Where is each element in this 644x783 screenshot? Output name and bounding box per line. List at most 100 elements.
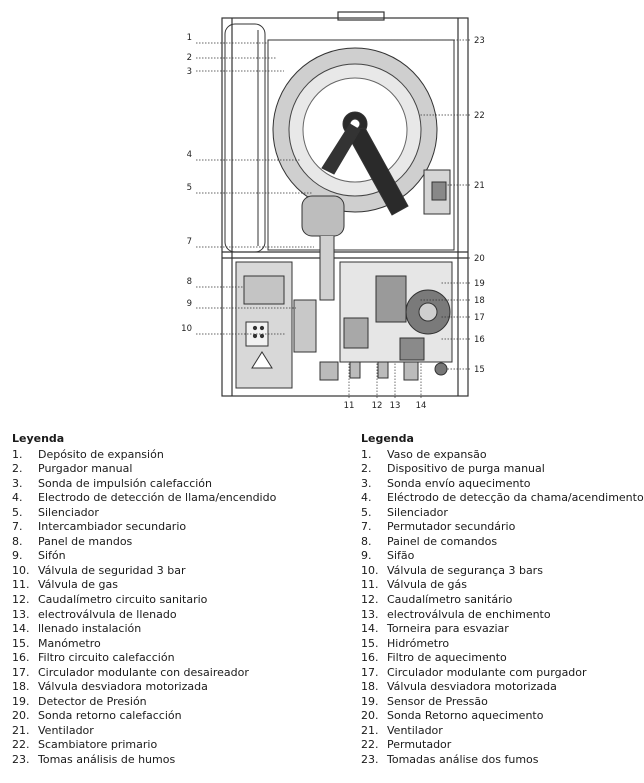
legend-item-text: Torneira para esvaziar	[387, 622, 509, 636]
legend-item-text: Electrodo de detección de llama/encendid…	[38, 491, 277, 505]
legend-item: 20. Sonda retorno calefacción	[12, 709, 276, 724]
legend-item: 22. Permutador	[361, 738, 644, 753]
legend-item-text: Permutador secundário	[387, 520, 516, 534]
legend-item-number: 12.	[361, 593, 379, 607]
callout-21: 21	[474, 181, 485, 191]
legend-item-text: Depósito de expansión	[38, 447, 164, 461]
legend-item-text: Sifón	[38, 549, 66, 563]
callout-11: 11	[344, 401, 355, 411]
legend-item: 11.Válvula de gás	[361, 578, 644, 593]
legend-item-number: 21.	[12, 723, 30, 737]
legend-item-text: Permutador	[387, 738, 452, 752]
legend-item-number: 11.	[12, 578, 30, 592]
legend-item-number: 8.	[12, 534, 23, 548]
legend-title: Legenda	[361, 432, 414, 445]
legend-item-number: 22.	[12, 738, 30, 752]
callout-13: 13	[390, 401, 401, 411]
callout-3: 3	[187, 67, 192, 77]
legend-item: 1.Vaso de expansão	[361, 448, 644, 463]
legend-item: 16.Filtro circuito calefacción	[12, 651, 276, 666]
legend-item-number: 3.	[12, 476, 23, 490]
legend-item-text: Sonda envío aquecimento	[387, 476, 531, 490]
legend-item-text: Sonda de impulsión calefacción	[38, 476, 212, 490]
legend-item: 5.Silenciador	[361, 506, 644, 521]
legend-item: 20.Sonda Retorno aquecimento	[361, 709, 644, 724]
legend-item-number: 12.	[12, 593, 30, 607]
legend-item: 23. Tomas análisis de humos	[12, 753, 276, 768]
legend-item-text: Filtro circuito calefacción	[38, 651, 175, 665]
legend-item: 4.Electrodo de detección de llama/encend…	[12, 491, 276, 506]
primary-heat-exchanger	[267, 39, 455, 251]
bottom-connections	[319, 361, 448, 381]
legend-item-number: 17.	[361, 665, 379, 679]
legend-item: 7. Permutador secundário	[361, 520, 644, 535]
legend-item: 19.Sensor de Pressão	[361, 695, 644, 710]
callout-labels: 1 2 3 4 5 7 8 9 10 11 12 13 14 15 16 17 …	[181, 33, 485, 411]
legend-item-text: Painel de comandos	[387, 534, 498, 548]
legend-item-number: 2.	[361, 462, 372, 476]
expansion-vessel	[224, 23, 266, 253]
legend-item-number: 18.	[12, 680, 30, 694]
legend-item-number: 7.	[361, 520, 372, 534]
legend-item-text: Caudalímetro circuito sanitario	[38, 593, 208, 607]
legend-item-number: 14.	[361, 622, 379, 636]
legend-item-text: Válvula desviadora motorizada	[387, 680, 557, 694]
legend-item: 23.Tomadas análise dos fumos	[361, 753, 644, 768]
legend-item: 11.Válvula de gas	[12, 578, 276, 593]
legend-item-number: 2.	[12, 462, 23, 476]
legend-item-number: 1.	[12, 447, 23, 461]
legend-item-text: Hidrómetro	[387, 636, 450, 650]
siphon	[293, 299, 317, 353]
legend-item-text: Intercambiador secundario	[38, 520, 187, 534]
legend-item-text: Sensor de Pressão	[387, 694, 488, 708]
legend-item-number: 23.	[12, 753, 30, 767]
legend-title: Leyenda	[12, 432, 65, 445]
legend-item-number: 17.	[12, 665, 30, 679]
legend-item: 18.Válvula desviadora motorizada	[12, 680, 276, 695]
legend-item-text: Válvula de segurança 3 bars	[387, 563, 543, 577]
callout-15: 15	[474, 365, 485, 375]
legend-item-text: Silenciador	[38, 505, 99, 519]
legend-item-number: 16.	[361, 651, 379, 665]
legend-item-text: Silenciador	[387, 505, 448, 519]
legend-item: 17. Circulador modulante com purgador	[361, 666, 644, 681]
legend-item-text: Ventilador	[387, 723, 443, 737]
legend-item-text: Ventilador	[38, 723, 94, 737]
boiler-diagram: 1 2 3 4 5 7 8 9 10 11 12 13 14 15 16 17 …	[181, 11, 485, 411]
legend-item: 7.Intercambiador secundario	[12, 520, 276, 535]
legend-item-text: Tomas análisis de humos	[38, 753, 176, 767]
legend-item-number: 11.	[361, 578, 379, 592]
legend-item-text: Sonda retorno calefacción	[38, 709, 182, 723]
fan	[423, 169, 451, 215]
legend-item-text: Circulador modulante com purgador	[387, 665, 587, 679]
callout-7: 7	[187, 237, 192, 247]
legend-item-number: 22.	[361, 738, 379, 752]
legend-item-text: Sifão	[387, 549, 415, 563]
callout-9: 9	[187, 299, 192, 309]
legend-item: 13.electroválvula de llenado	[12, 608, 276, 623]
legend-item: 9. Sifón	[12, 549, 276, 564]
legend-item-number: 10.	[12, 563, 30, 577]
legend-item: 19.Detector de Presión	[12, 695, 276, 710]
legend-item-number: 9.	[12, 549, 23, 563]
legend-item-number: 15.	[361, 636, 379, 650]
legend-item-text: Circulador modulante con desaireador	[38, 665, 249, 679]
legend-item: 8.Panel de mandos	[12, 535, 276, 550]
legend-item: 1. Depósito de expansión	[12, 448, 276, 463]
legend-item-text: Tomadas análise dos fumos	[387, 753, 539, 767]
legend-item: 3. Sonda de impulsión calefacción	[12, 477, 276, 492]
legend-item-number: 15.	[12, 636, 30, 650]
legend-item-number: 19.	[12, 694, 30, 708]
legend-item-number: 14.	[12, 622, 30, 636]
callout-22: 22	[474, 111, 485, 121]
legend-item-number: 20.	[12, 709, 30, 723]
legend-item: 21. Ventilador	[12, 724, 276, 739]
legend-item: 8.Painel de comandos	[361, 535, 644, 550]
legend-item-number: 10.	[361, 563, 379, 577]
callout-8: 8	[187, 277, 192, 287]
callout-10: 10	[181, 324, 192, 334]
